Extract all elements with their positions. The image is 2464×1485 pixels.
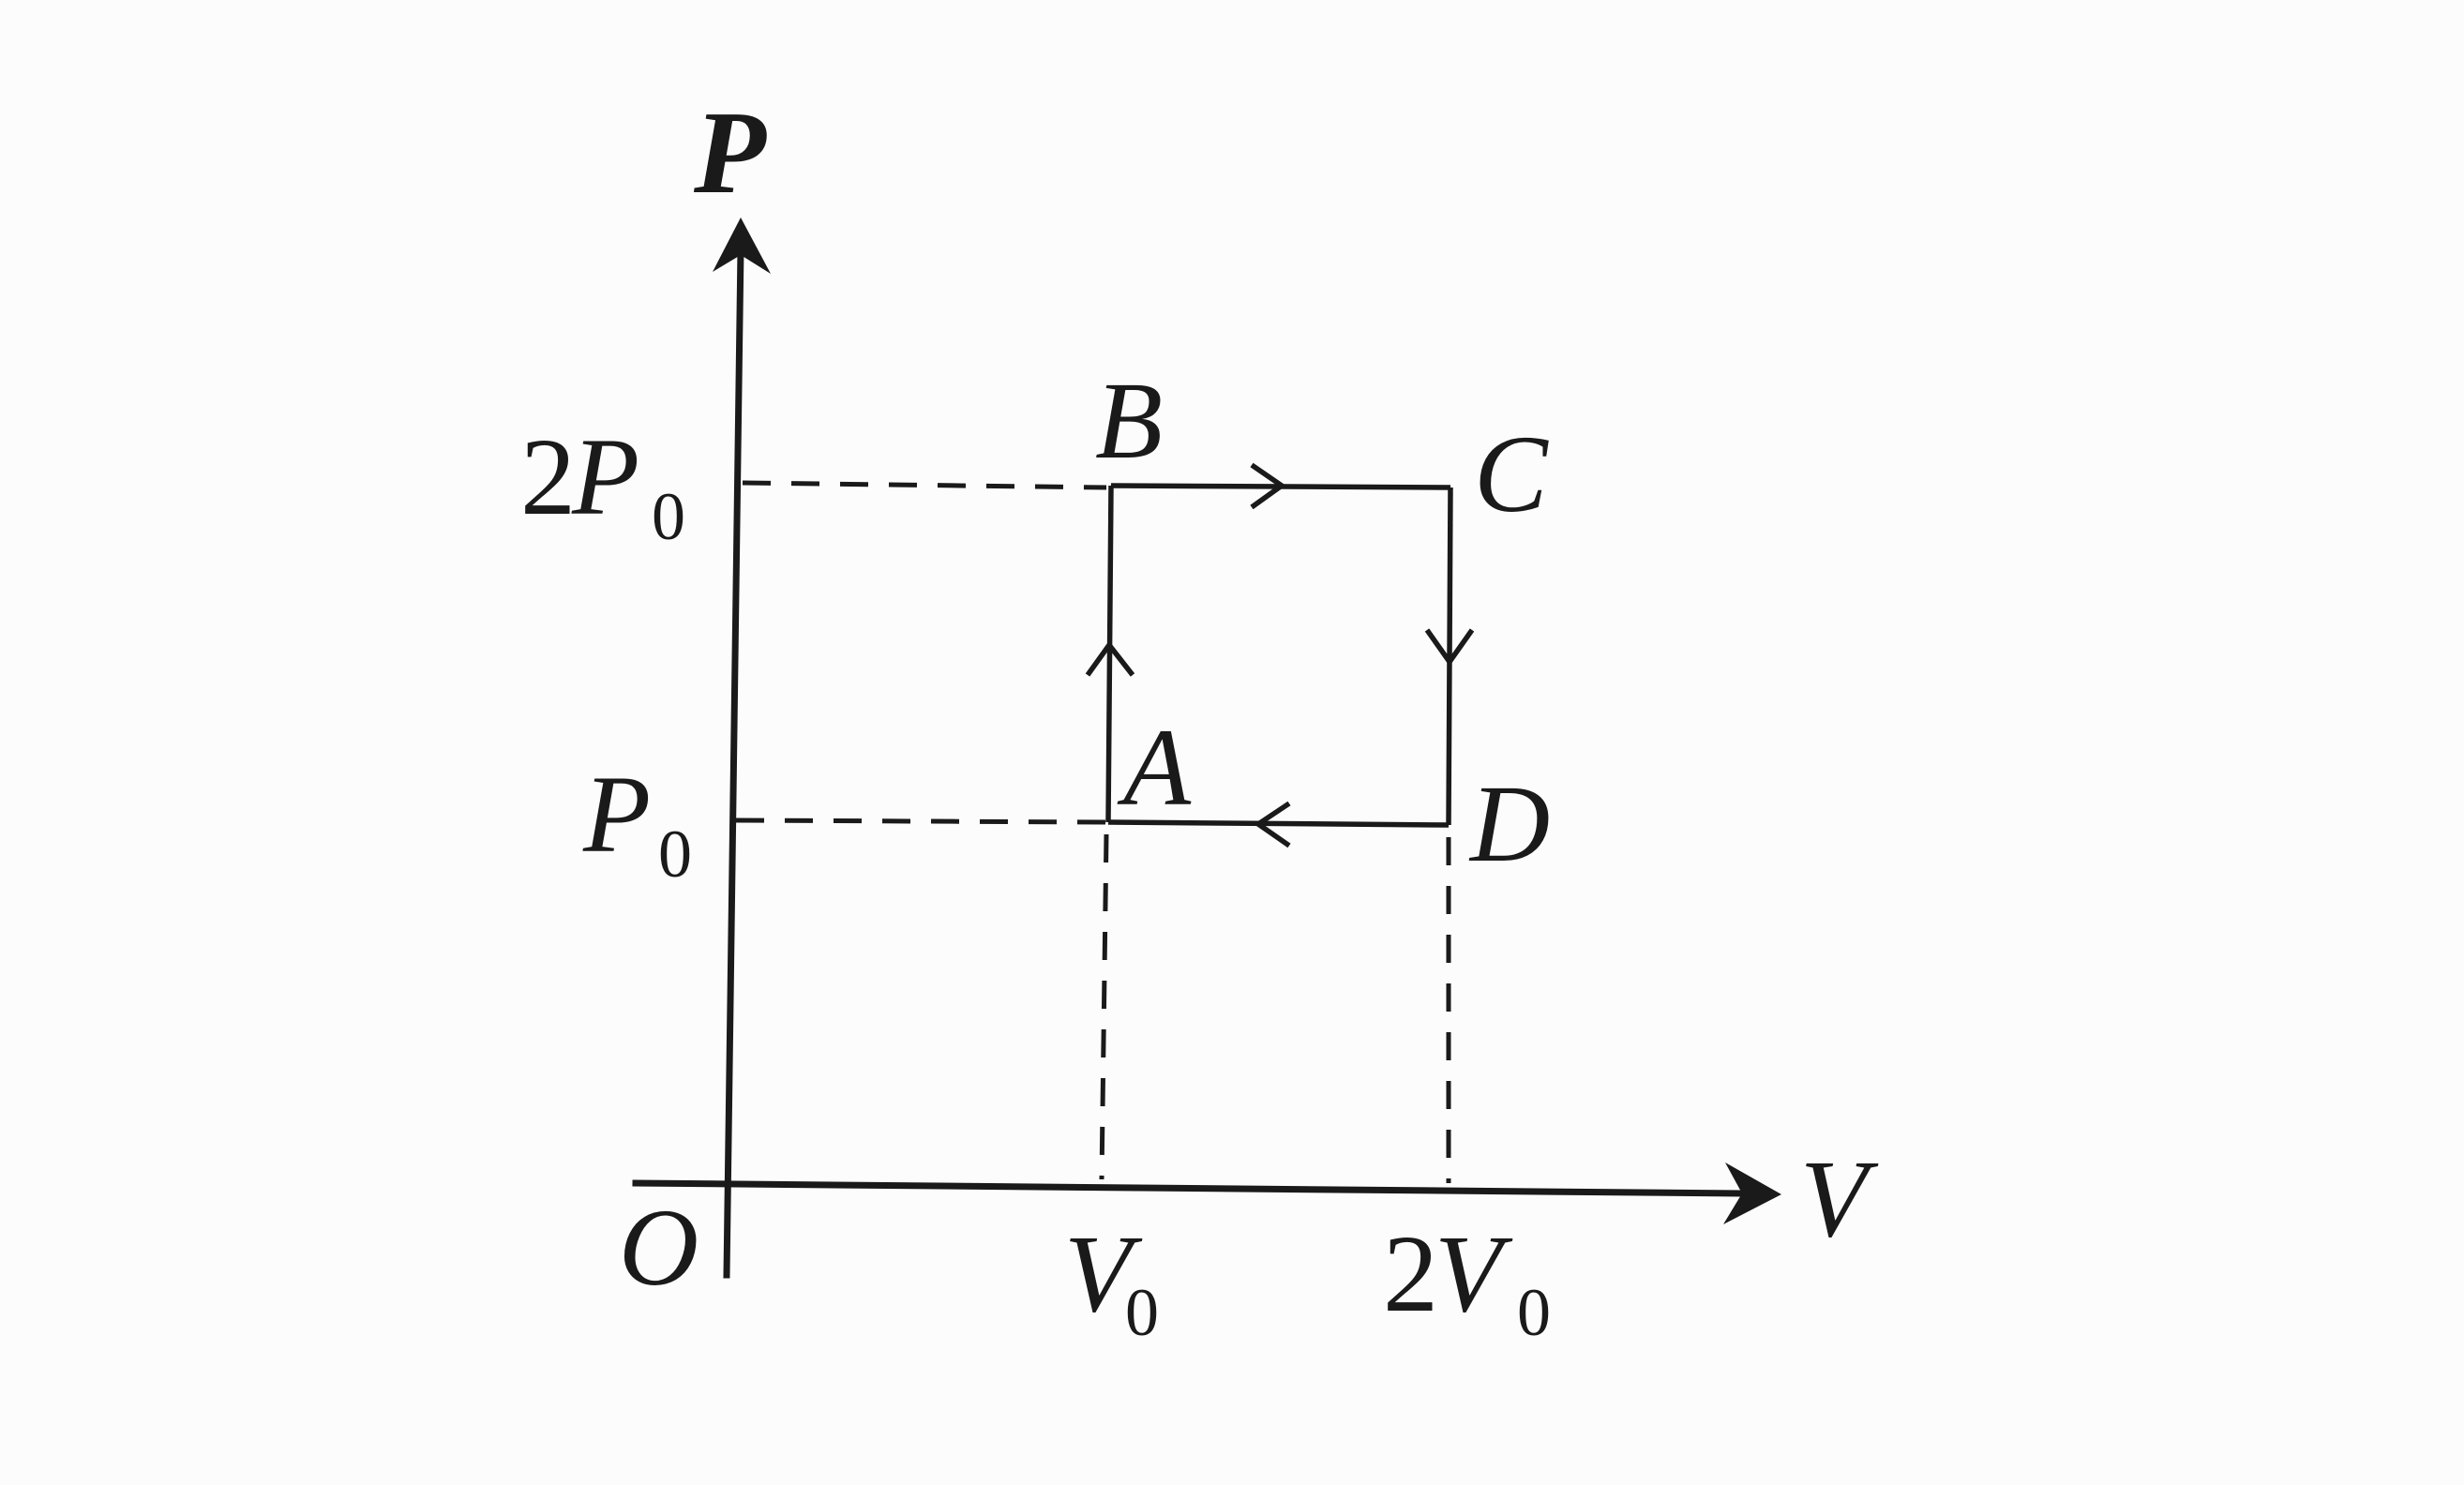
tick-v0-subscript: 0 — [1125, 1275, 1159, 1350]
point-label-d: D — [1468, 762, 1550, 885]
point-label-a: A — [1117, 706, 1192, 829]
guide-v0 — [1099, 833, 1109, 1180]
arrow-bc-right-icon — [1250, 462, 1286, 510]
guide-2p0 — [742, 480, 1107, 490]
tick-2p0-subscript: 0 — [652, 479, 685, 554]
v-axis-arrow-icon — [1723, 1162, 1781, 1224]
arrow-cd-down-icon — [1424, 628, 1475, 667]
tick-label-v0: V 0 — [1064, 1212, 1159, 1350]
point-label-c: C — [1474, 412, 1549, 535]
point-label-b: B — [1095, 359, 1163, 482]
tick-2v0-subscript: 0 — [1517, 1275, 1551, 1350]
tick-2v0-coef: 2 — [1383, 1212, 1438, 1335]
segment-da — [1107, 819, 1450, 828]
p-axis-label: P — [693, 88, 767, 218]
origin-label: O — [619, 1186, 699, 1309]
tick-label-p0: P 0 — [582, 753, 692, 892]
v-axis-label: V — [1800, 1137, 1879, 1260]
guide-p0 — [735, 818, 1107, 825]
tick-2p0-symbol: P — [571, 415, 639, 538]
p-axis — [723, 245, 744, 1279]
tick-2v0-symbol: V — [1435, 1212, 1513, 1335]
tick-2p0-coef: 2 — [520, 415, 576, 538]
segment-ab — [1105, 485, 1114, 823]
tick-label-2v0: 2 V 0 — [1383, 1212, 1551, 1350]
segment-cd — [1446, 487, 1453, 826]
arrow-da-left-icon — [1254, 801, 1291, 848]
tick-p0-subscript: 0 — [658, 817, 692, 892]
p-axis-arrow-icon — [713, 218, 771, 274]
tick-label-2p0: 2 P 0 — [520, 415, 685, 554]
arrow-ab-up-icon — [1085, 640, 1135, 677]
tick-p0-symbol: P — [582, 753, 651, 876]
v-axis — [632, 1179, 1743, 1197]
tick-v0-symbol: V — [1064, 1212, 1143, 1335]
